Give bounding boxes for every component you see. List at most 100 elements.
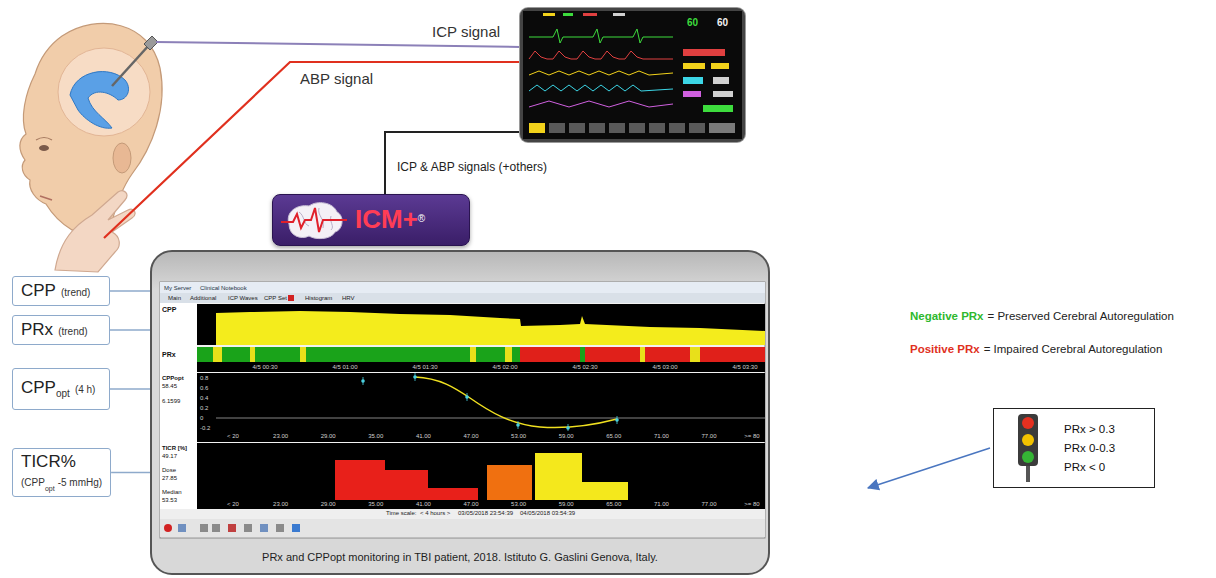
screen-ground xyxy=(523,11,742,139)
panel-value: 49.17 xyxy=(162,453,177,460)
value-readout xyxy=(713,91,733,97)
prx-point xyxy=(566,426,570,430)
panel-value: Dose xyxy=(162,467,176,474)
monitor-screen xyxy=(523,11,742,139)
toolbar-icon xyxy=(244,524,252,532)
prx-segment xyxy=(640,347,645,362)
axis-tick: < 20 xyxy=(227,501,239,508)
text-group: ICM+® xyxy=(355,204,425,235)
callout-box: TICR%(CPPopt-5 mmHg) xyxy=(12,448,111,497)
callout-text: CPP xyxy=(21,378,56,397)
toolbar-icon xyxy=(164,524,172,532)
light-pole xyxy=(1026,466,1030,482)
panel-value: 6.1599 xyxy=(162,398,180,405)
legend-term: Negative PRx xyxy=(910,310,984,323)
edge-label: ICP & ABP signals (+others) xyxy=(395,160,549,174)
softkey xyxy=(669,123,685,133)
tab-label: Histogram xyxy=(305,295,332,302)
screenshot-frame xyxy=(160,282,765,538)
histogram-bar xyxy=(582,482,628,500)
label-column xyxy=(160,303,197,509)
time-tick: 4/5 03:00 xyxy=(652,364,677,371)
softkey xyxy=(709,123,735,133)
axis-tick: 77.00 xyxy=(701,433,716,440)
toolbar-icon xyxy=(200,524,208,532)
callout-text: TICR% xyxy=(21,452,102,472)
callout-text: PRx xyxy=(21,320,53,339)
axis-tick: 65.00 xyxy=(606,501,621,508)
callout-text: (trend) xyxy=(61,287,90,298)
prx-segment xyxy=(690,347,700,362)
callout-text: opt xyxy=(45,485,55,492)
icp-signal-wire xyxy=(156,42,520,47)
softkey xyxy=(529,123,545,133)
panel-value: CPPopt xyxy=(162,375,184,382)
monitor-value: 60 xyxy=(687,17,698,29)
resp-trace xyxy=(529,101,673,107)
cppopt-curve xyxy=(415,377,617,428)
threshold-text: PRx > 0.3 xyxy=(1064,420,1115,439)
threshold-text: PRx 0-0.3 xyxy=(1064,439,1115,458)
axis-tick: >= 80 xyxy=(744,501,759,508)
x-axis-strip xyxy=(197,432,765,442)
icp-probe xyxy=(112,44,150,86)
histogram-bar xyxy=(428,488,478,500)
text-group: TICR%(CPPopt-5 mmHg) xyxy=(21,452,102,493)
softkey xyxy=(589,123,605,133)
toolbar-label: My Server xyxy=(164,285,191,292)
callout-box: PRx(trend) xyxy=(12,315,110,345)
abp-trace xyxy=(529,51,673,59)
mouth-mark xyxy=(40,196,52,200)
eye-mark xyxy=(39,145,49,151)
x-axis-strip xyxy=(197,500,765,509)
callout-text: (CPP xyxy=(21,477,45,488)
status-mark xyxy=(613,13,625,16)
toolbar-icon xyxy=(276,524,284,532)
value-readout xyxy=(683,91,701,97)
callout-pointer xyxy=(110,388,150,390)
axis-tick: 41.00 xyxy=(416,501,431,508)
value-readout xyxy=(711,63,729,69)
time-scale-text: Time scale: xyxy=(386,510,416,517)
tab-strip xyxy=(160,293,765,303)
axis-tick: 65.00 xyxy=(606,433,621,440)
prx-segment xyxy=(700,347,765,362)
value-readout xyxy=(683,63,705,69)
time-scale-text: 03/05/2018 23:54:39 xyxy=(458,510,513,517)
panel-value: TICR [%] xyxy=(162,445,187,452)
value-readout xyxy=(713,77,729,84)
hand-illustration xyxy=(55,191,135,272)
toolbar-icon xyxy=(212,524,220,532)
axis-tick: 0.2 xyxy=(200,405,208,412)
yellow-lamp xyxy=(1022,434,1034,446)
toolbar-strip xyxy=(160,282,765,293)
time-scale-text: 04/05/2018 03:54:39 xyxy=(520,510,575,517)
traffic-light xyxy=(1008,414,1048,484)
patient-monitor: 60 60 xyxy=(520,8,745,142)
axis-tick: 53.00 xyxy=(511,433,526,440)
time-tick: 4/5 01:30 xyxy=(412,364,437,371)
callout-pointer xyxy=(111,472,150,474)
time-tick: 4/5 00:30 xyxy=(252,364,277,371)
softkey xyxy=(629,123,645,133)
callout-box: CPP(trend) xyxy=(12,276,110,306)
probe-bolt xyxy=(144,36,158,50)
legend-text: = Preserved Cerebral Autoregulation xyxy=(988,310,1174,323)
logo-text: ® xyxy=(418,213,425,224)
monitor-value: 60 xyxy=(717,17,728,29)
callout-box: CPPopt(4 h) xyxy=(12,368,110,410)
softkey xyxy=(609,123,625,133)
softkey xyxy=(689,123,705,133)
cppopt-chart-ground xyxy=(197,373,765,432)
cpp-trend-area xyxy=(216,311,765,345)
toolbar-icon xyxy=(260,524,268,532)
software-box: ICM+® xyxy=(272,194,470,246)
softkey xyxy=(549,123,565,133)
value-readout xyxy=(683,77,703,84)
tab-label: ICP Waves xyxy=(228,295,258,302)
prx-segment xyxy=(300,347,306,362)
axis-tick: 47.00 xyxy=(463,433,478,440)
axis-tick: 29.00 xyxy=(321,501,336,508)
text-group: PRx > 0.3PRx 0-0.3PRx < 0 xyxy=(1064,420,1115,477)
axis-tick: 59.00 xyxy=(559,433,574,440)
